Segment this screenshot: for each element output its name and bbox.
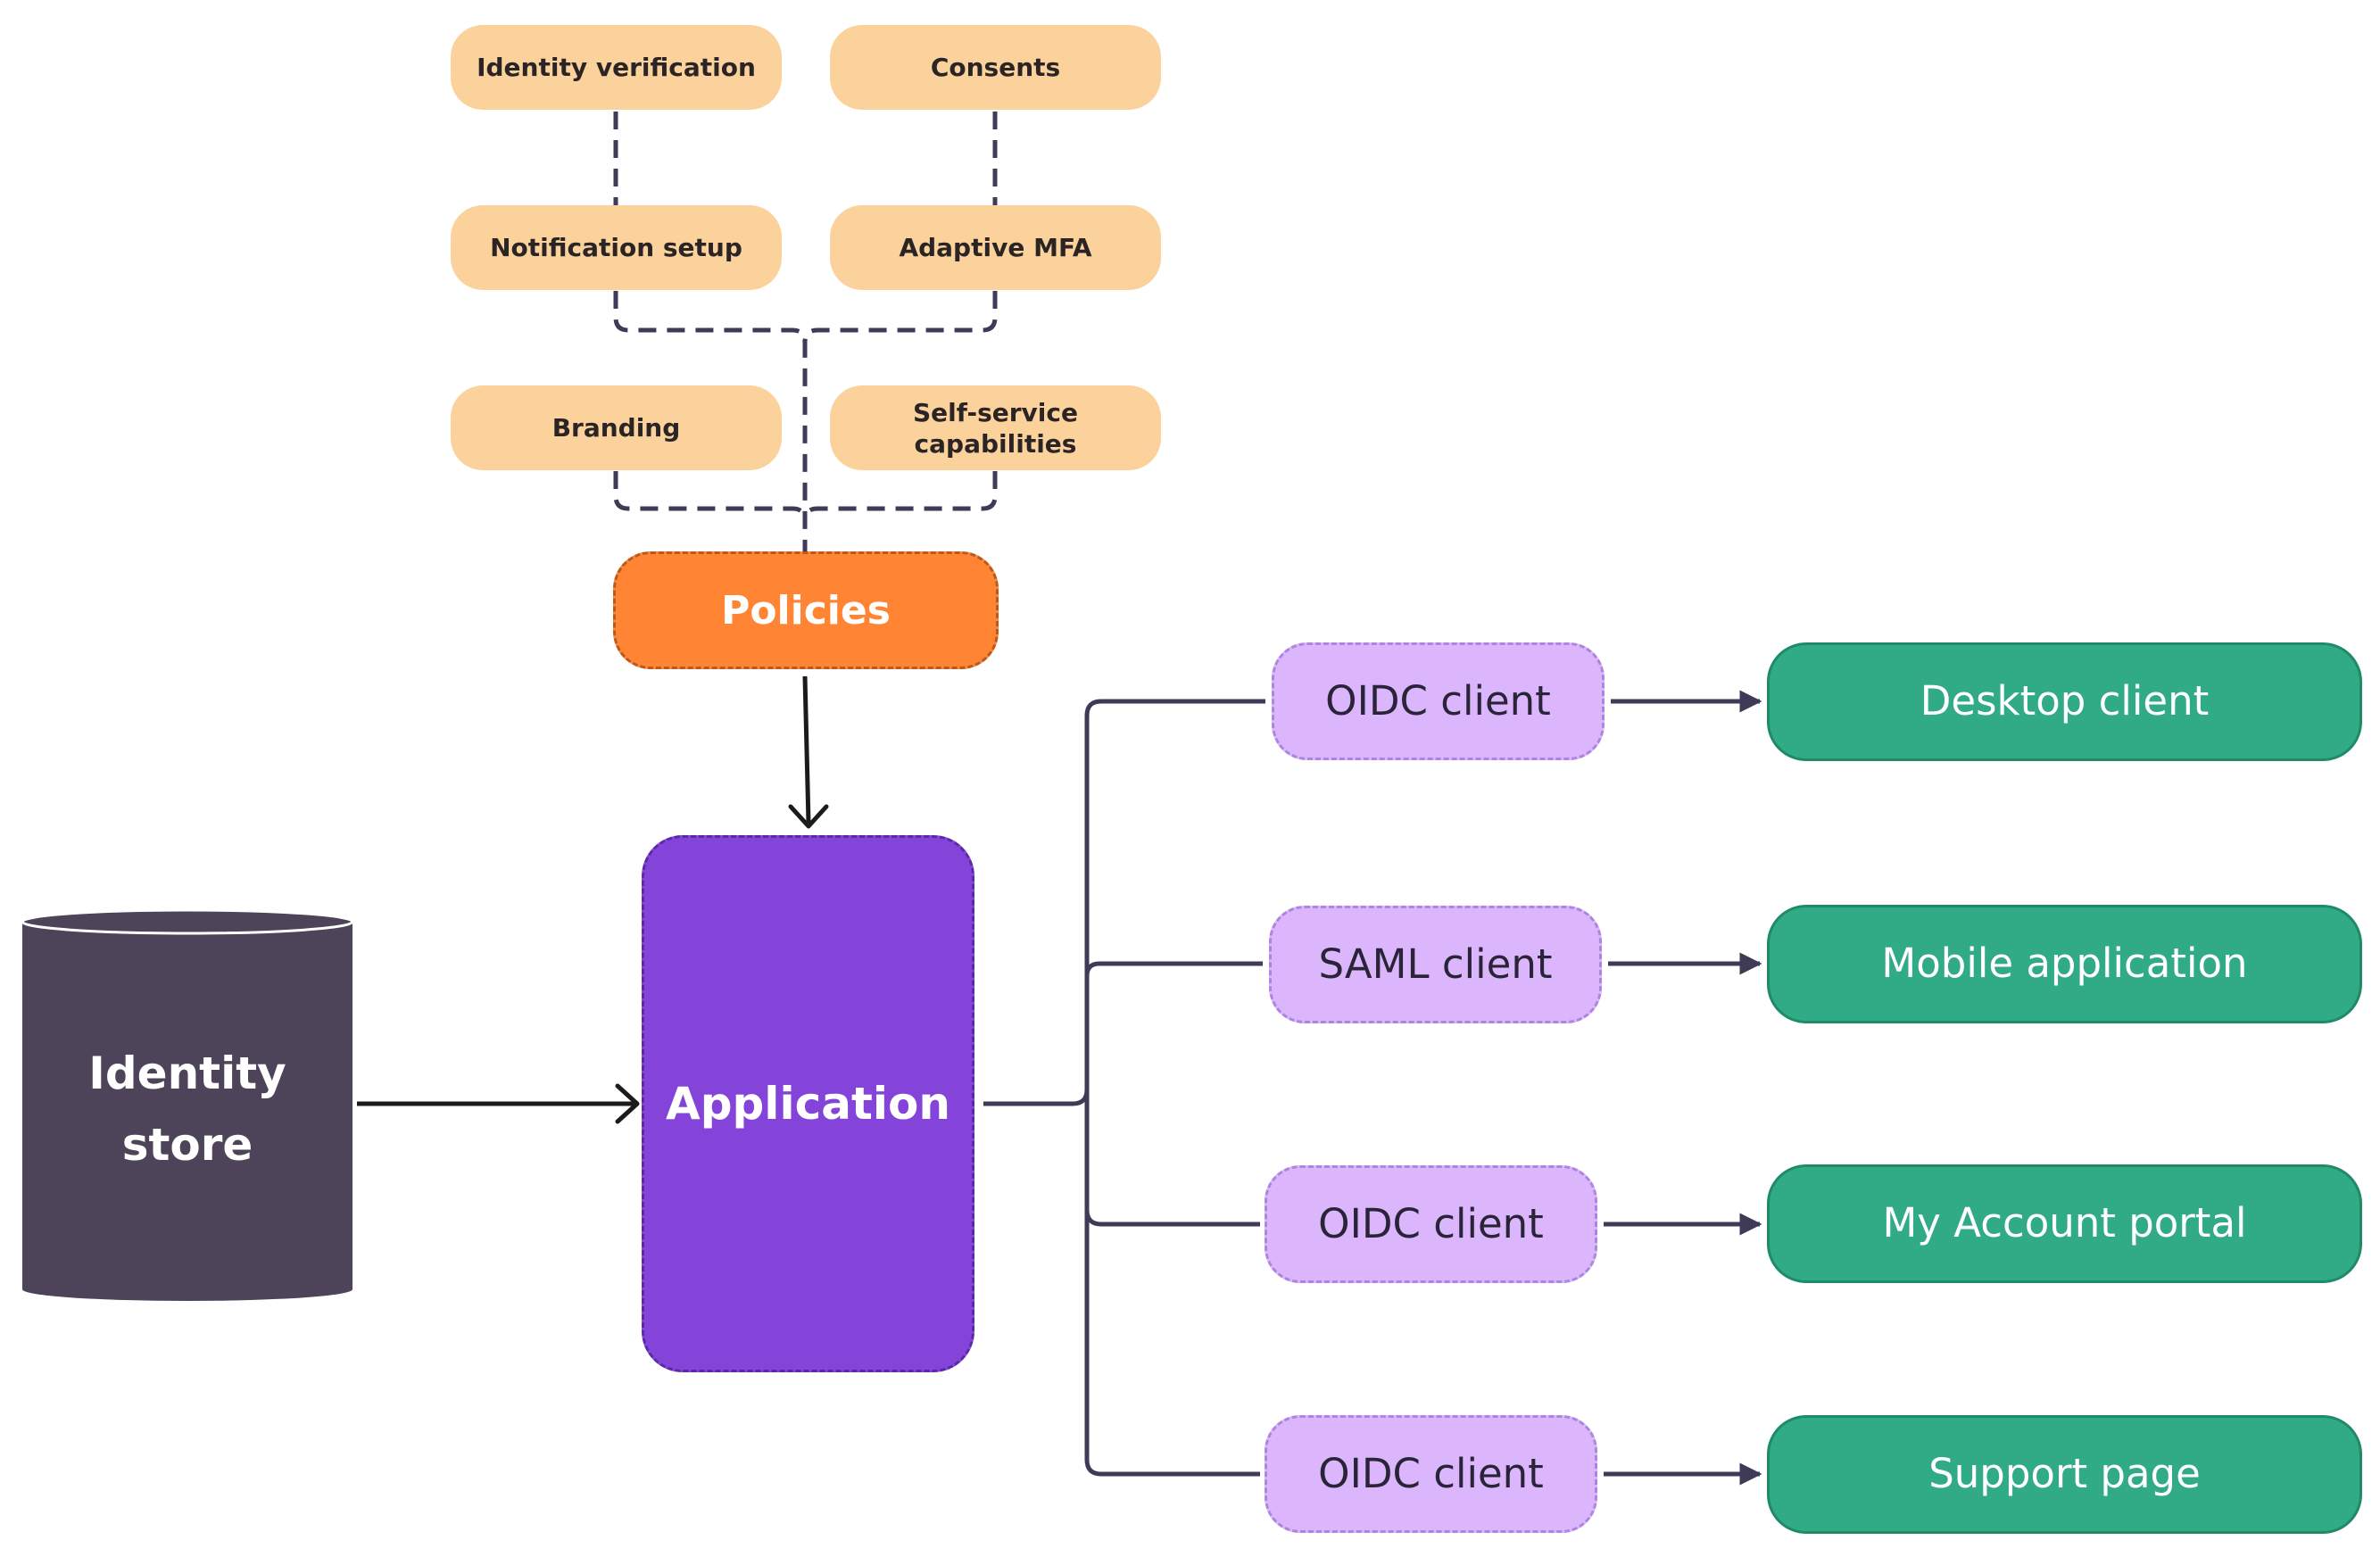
store-to-application-arrow [357,1083,640,1124]
oidc-client-node-1: OIDC client [1272,642,1605,760]
client-target-arrows [1604,690,1762,1486]
application-fanout-connectors [983,699,1265,1477]
identity-store-line-2: store [121,1119,253,1171]
identity-store-line-1: Identity [88,1048,286,1099]
desktop-client-node: Desktop client [1767,642,2362,761]
connector-mfa-bus [802,291,998,344]
oidc-client-node-2: OIDC client [1265,1165,1597,1283]
identity-verification-node: Identity verification [451,25,782,110]
adaptive-mfa-node: Adaptive MFA [830,205,1161,290]
consents-node: Consents [830,25,1161,110]
mobile-application-node: Mobile application [1767,905,2362,1023]
policies-node: Policies [613,551,999,669]
connector-branding-bus [613,471,808,522]
identity-store-label: Identity store [22,1038,352,1180]
self-service-capabilities-node: Self-service capabilities [830,385,1161,470]
branding-node: Branding [451,385,782,470]
notification-setup-node: Notification setup [451,205,782,290]
oidc-client-node-3: OIDC client [1265,1415,1597,1533]
saml-client-node: SAML client [1269,906,1602,1023]
connector-selfservice-bus [802,471,998,522]
identity-store-cylinder [21,908,354,1301]
my-account-portal-node: My Account portal [1767,1164,2362,1283]
application-node: Application [642,835,974,1372]
policies-to-application-arrow [788,675,829,829]
support-page-node: Support page [1767,1415,2362,1534]
connector-notification-bus [613,291,808,551]
feature-tree-connectors [613,112,998,551]
